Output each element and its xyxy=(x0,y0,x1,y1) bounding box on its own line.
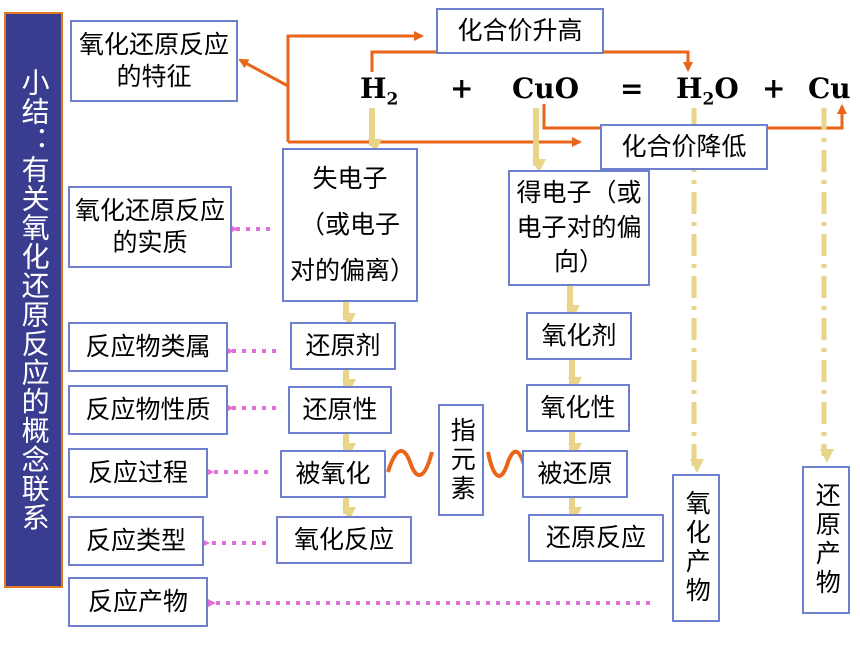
oxidation-product-box: 氧化产物 xyxy=(672,474,720,622)
reactant-property-box: 反应物性质 xyxy=(68,385,228,435)
oxidation-reaction-box: 氧化反应 xyxy=(276,516,412,564)
equation-plus-2: + xyxy=(762,72,786,105)
equation-equals: = xyxy=(620,72,644,105)
squiggle-right xyxy=(486,449,528,478)
valence-lower-box: 化合价降低 xyxy=(600,124,768,170)
feature-box: 氧化还原反应的特征 xyxy=(70,20,238,102)
equation-cu: Cu xyxy=(808,72,851,105)
squiggle-left xyxy=(386,449,434,477)
lose-electrons-box: 失电子（或电子对的偏离） xyxy=(282,148,418,302)
reduction-product-box: 还原产物 xyxy=(802,466,850,614)
equation-plus-1: + xyxy=(450,72,474,105)
bracket-to-raise xyxy=(286,31,424,142)
reducing-property-box: 还原性 xyxy=(288,386,392,434)
equation-cuo: CuO xyxy=(512,72,580,105)
reducing-agent-box: 还原剂 xyxy=(290,322,396,370)
oxidizing-agent-box: 氧化剂 xyxy=(526,312,632,360)
raise-arrow xyxy=(370,50,693,72)
reaction-process-box: 反应过程 xyxy=(68,448,208,498)
equation-h2o: H2O xyxy=(676,72,739,110)
oxidized-box: 被氧化 xyxy=(280,450,386,498)
reactant-class-box: 反应物类属 xyxy=(68,322,228,372)
oxidizing-property-box: 氧化性 xyxy=(526,384,630,432)
bracket-to-feature xyxy=(238,58,289,88)
gain-electrons-box: 得电子（或电子对的偏向） xyxy=(508,170,650,286)
reduction-reaction-box: 还原反应 xyxy=(528,514,664,562)
valence-raise-box: 化合价升高 xyxy=(436,8,604,54)
reaction-type-box: 反应类型 xyxy=(68,516,204,566)
essence-box: 氧化还原反应的实质 xyxy=(68,186,232,268)
reaction-product-box: 反应产物 xyxy=(68,577,208,627)
equation-h2: H2 xyxy=(360,72,399,110)
element-indicator-box: 指元素 xyxy=(438,404,484,516)
summary-sidebar: 小结：有关氧化还原反应的概念联系 xyxy=(4,12,63,588)
reduced-box: 被还原 xyxy=(522,450,628,498)
